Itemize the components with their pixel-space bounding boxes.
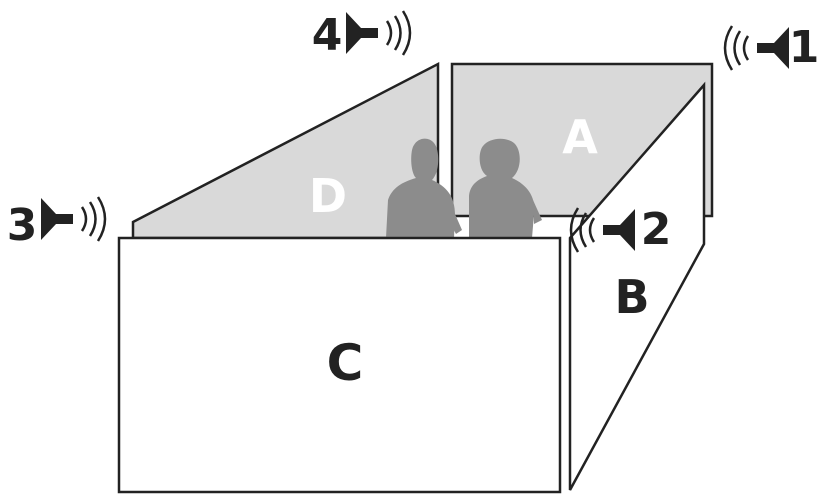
speaker-2: 2 xyxy=(569,204,672,255)
sound-wave-icon xyxy=(723,25,750,71)
speaker-1: 1 xyxy=(723,22,817,73)
speaker-3-label: 3 xyxy=(7,200,38,251)
loudspeaker-icon xyxy=(41,198,73,240)
loudspeaker-icon xyxy=(346,12,378,54)
speaker-1-label: 1 xyxy=(789,22,817,73)
panel-b: B xyxy=(568,81,706,491)
sound-wave-icon xyxy=(80,196,107,242)
speaker-4: 4 xyxy=(312,10,412,61)
panel-c: C xyxy=(117,236,562,494)
panel-c-label: C xyxy=(327,334,364,392)
loudspeaker-icon xyxy=(603,209,635,251)
sound-wave-icon xyxy=(569,207,596,253)
panel-a-label: A xyxy=(562,110,598,164)
speaker-4-label: 4 xyxy=(312,10,343,61)
listeners xyxy=(386,138,542,238)
sound-wave-icon xyxy=(385,10,412,56)
loudspeaker-icon xyxy=(757,27,789,69)
speaker-2-label: 2 xyxy=(641,204,672,255)
panel-b-label: B xyxy=(614,270,649,324)
person-left-icon xyxy=(386,138,462,238)
speaker-3: 3 xyxy=(7,196,107,251)
panel-d: D xyxy=(131,61,440,240)
panel-d-label: D xyxy=(309,169,347,223)
person-right-icon xyxy=(469,138,542,238)
